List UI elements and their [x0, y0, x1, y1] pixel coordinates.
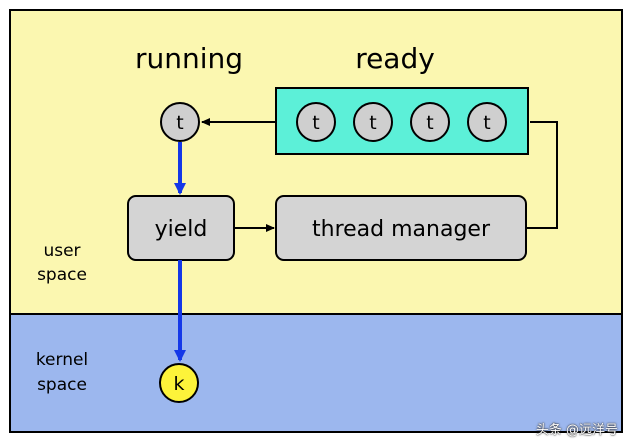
user-space-label-line1: user	[43, 241, 80, 261]
ready-thread-1: t	[296, 102, 336, 142]
user-space-label-line2: space	[37, 265, 87, 285]
svg-text:t: t	[312, 112, 319, 134]
svg-text:t: t	[176, 112, 183, 134]
kernel-space-label-line2: space	[37, 375, 87, 395]
ready-thread-4: t	[467, 102, 507, 142]
running-thread: t	[160, 102, 200, 142]
svg-text:t: t	[483, 112, 490, 134]
kernel-space-region	[9, 313, 623, 433]
watermark: 头条 @远洋号	[535, 423, 618, 438]
user-space-region	[9, 9, 623, 315]
thread-manager-label: thread manager	[312, 217, 491, 242]
ready-heading: ready	[355, 42, 435, 75]
kernel-thread: k	[159, 363, 199, 403]
yield-box: yield	[127, 195, 235, 261]
ready-thread-2: t	[353, 102, 393, 142]
svg-text:k: k	[173, 373, 184, 395]
arrow-manager-to-ready	[526, 121, 558, 229]
kernel-space-label-line1: kernel	[36, 350, 88, 370]
thread-manager-box: thread manager	[275, 195, 527, 261]
svg-text:t: t	[369, 112, 376, 134]
svg-text:t: t	[426, 112, 433, 134]
ready-thread-3: t	[410, 102, 450, 142]
yield-label: yield	[155, 217, 208, 242]
running-heading: running	[135, 42, 243, 75]
